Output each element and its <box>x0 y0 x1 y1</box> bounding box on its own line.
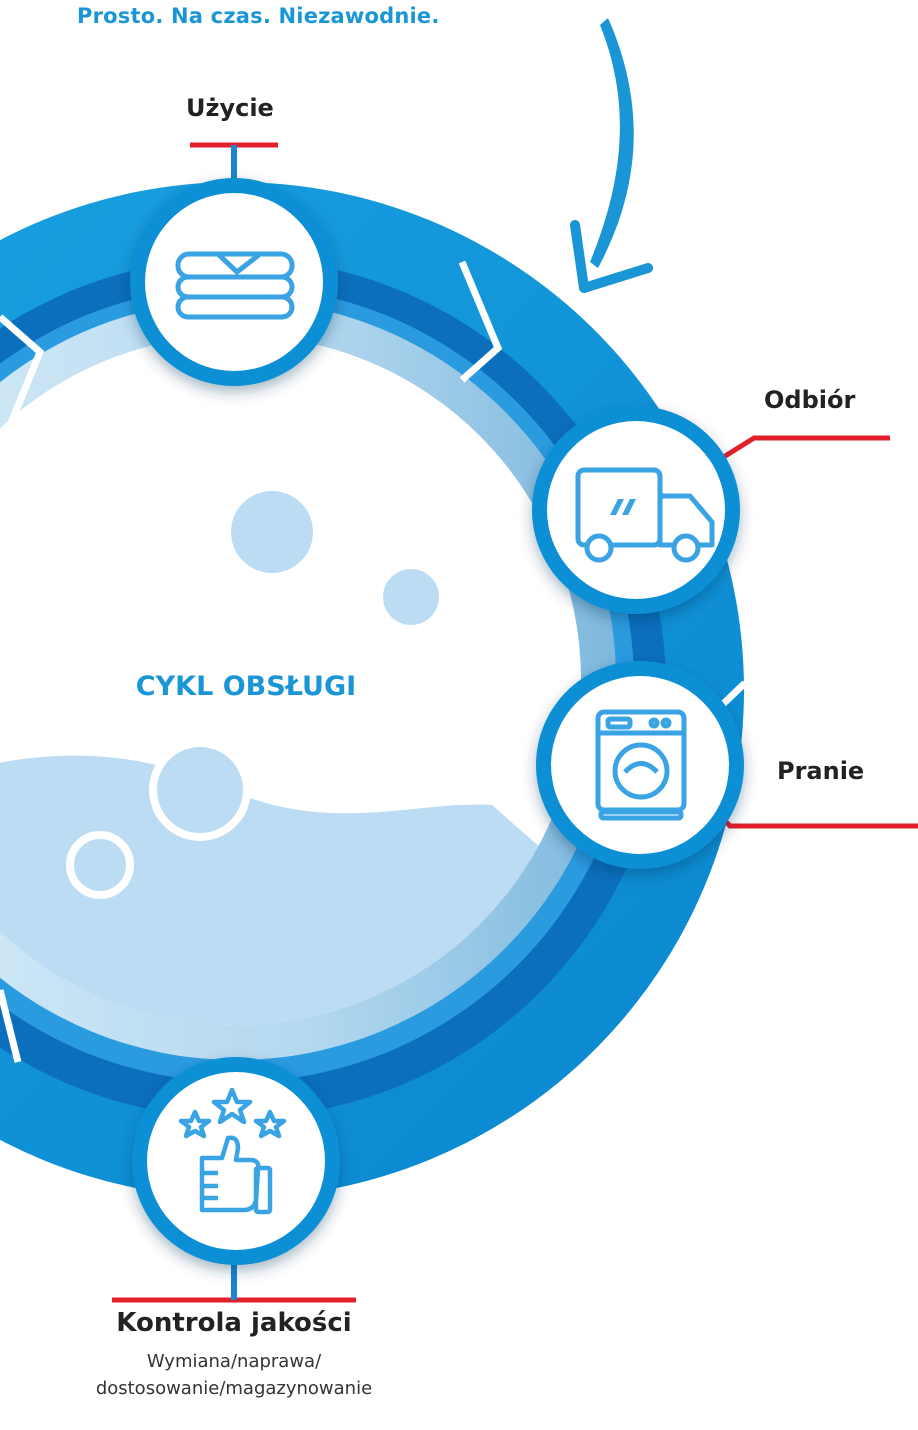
step-node-odbior <box>532 406 740 614</box>
folded-linen-icon <box>175 251 295 320</box>
washing-machine-icon <box>595 709 687 821</box>
qc-description-line1: Wymiana/naprawa/ <box>146 1351 322 1372</box>
step-label-kontrola-jakosci: Kontrola jakości <box>116 1308 352 1338</box>
quality-control-description: Wymiana/naprawa/ dostosowanie/magazynowa… <box>34 1348 434 1402</box>
tagline: Prosto. Na czas. Niezawodnie. <box>77 4 440 28</box>
center-title: CYKL OBSŁUGI <box>135 671 357 702</box>
thumbs-up-stars-icon <box>178 1087 287 1215</box>
step-node-pranie <box>536 661 744 869</box>
step-label-uzycie: Użycie <box>186 94 274 122</box>
curved-arrow-icon <box>570 18 653 293</box>
step-label-pranie: Pranie <box>777 757 865 785</box>
delivery-truck-icon <box>575 467 715 563</box>
qc-description-line2: dostosowanie/magazynowanie <box>95 1378 373 1399</box>
bubbles <box>66 491 439 899</box>
step-node-uzycie <box>130 178 338 386</box>
step-label-odbior: Odbiór <box>764 386 856 414</box>
step-node-kontrola-jakosci <box>132 1057 340 1265</box>
